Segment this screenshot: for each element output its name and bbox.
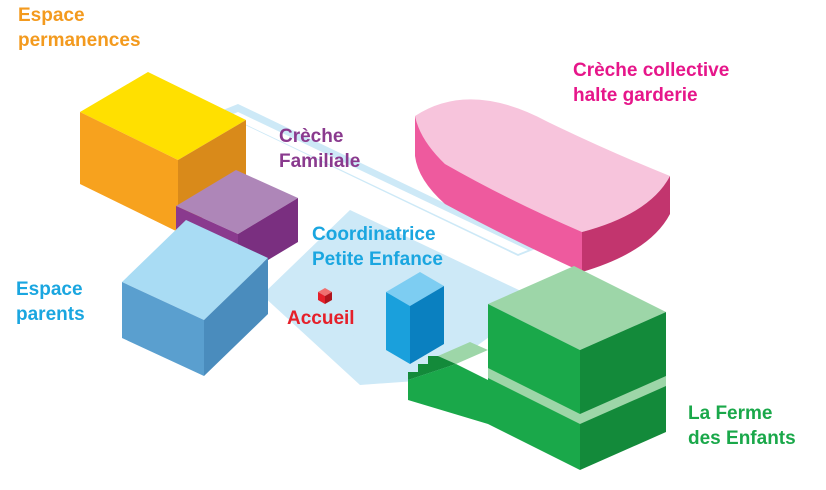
coordinatrice-block xyxy=(386,272,444,364)
cube-left xyxy=(318,292,325,304)
label-line: halte garderie xyxy=(573,85,698,106)
block-top xyxy=(415,99,670,232)
label-line: parents xyxy=(16,304,85,325)
stairs xyxy=(408,356,456,380)
label-line: Crèche collective xyxy=(573,60,730,81)
espace-parents-block xyxy=(122,220,268,376)
label-line: des Enfants xyxy=(688,428,796,449)
label-accueil: Accueil xyxy=(287,306,355,331)
block-front xyxy=(415,116,582,272)
label-line: Espace xyxy=(16,279,83,300)
block-front xyxy=(488,304,580,470)
label-line: Petite Enfance xyxy=(312,249,443,270)
label-ferme-enfants: La Ferme des Enfants xyxy=(688,401,796,451)
block-side xyxy=(204,258,268,376)
block-top xyxy=(80,72,246,160)
label-line: Coordinatrice xyxy=(312,224,436,245)
cube-right xyxy=(325,292,332,304)
block-side xyxy=(582,176,670,272)
block-top xyxy=(488,266,666,350)
accueil-marker xyxy=(318,288,332,304)
label-line: Crèche xyxy=(279,126,344,147)
step-top xyxy=(438,342,488,364)
label-line: permanences xyxy=(18,30,141,51)
label-coordinatrice: Coordinatrice Petite Enfance xyxy=(312,222,443,272)
label-espace-permanences: Espace permanences xyxy=(18,3,141,53)
step-front xyxy=(408,364,488,424)
label-line: La Ferme xyxy=(688,403,773,424)
label-line: Accueil xyxy=(287,308,355,329)
label-line: Espace xyxy=(18,5,85,26)
label-creche-collective: Crèche collective halte garderie xyxy=(573,58,729,108)
block-front xyxy=(122,282,204,376)
block-groove xyxy=(488,368,666,424)
block-top xyxy=(386,272,444,306)
block-side xyxy=(410,286,444,364)
creche-collective-block xyxy=(415,99,670,272)
block-front xyxy=(386,292,410,364)
label-line: Familiale xyxy=(279,151,361,172)
label-espace-parents: Espace parents xyxy=(16,277,85,327)
block-front xyxy=(80,112,178,232)
block-side xyxy=(580,312,666,470)
block-top xyxy=(176,170,298,234)
block-top xyxy=(122,220,268,320)
corridor-inner-border xyxy=(228,112,528,254)
ferme-enfants-block xyxy=(408,266,666,470)
label-creche-familiale: Crèche Familiale xyxy=(279,124,360,174)
